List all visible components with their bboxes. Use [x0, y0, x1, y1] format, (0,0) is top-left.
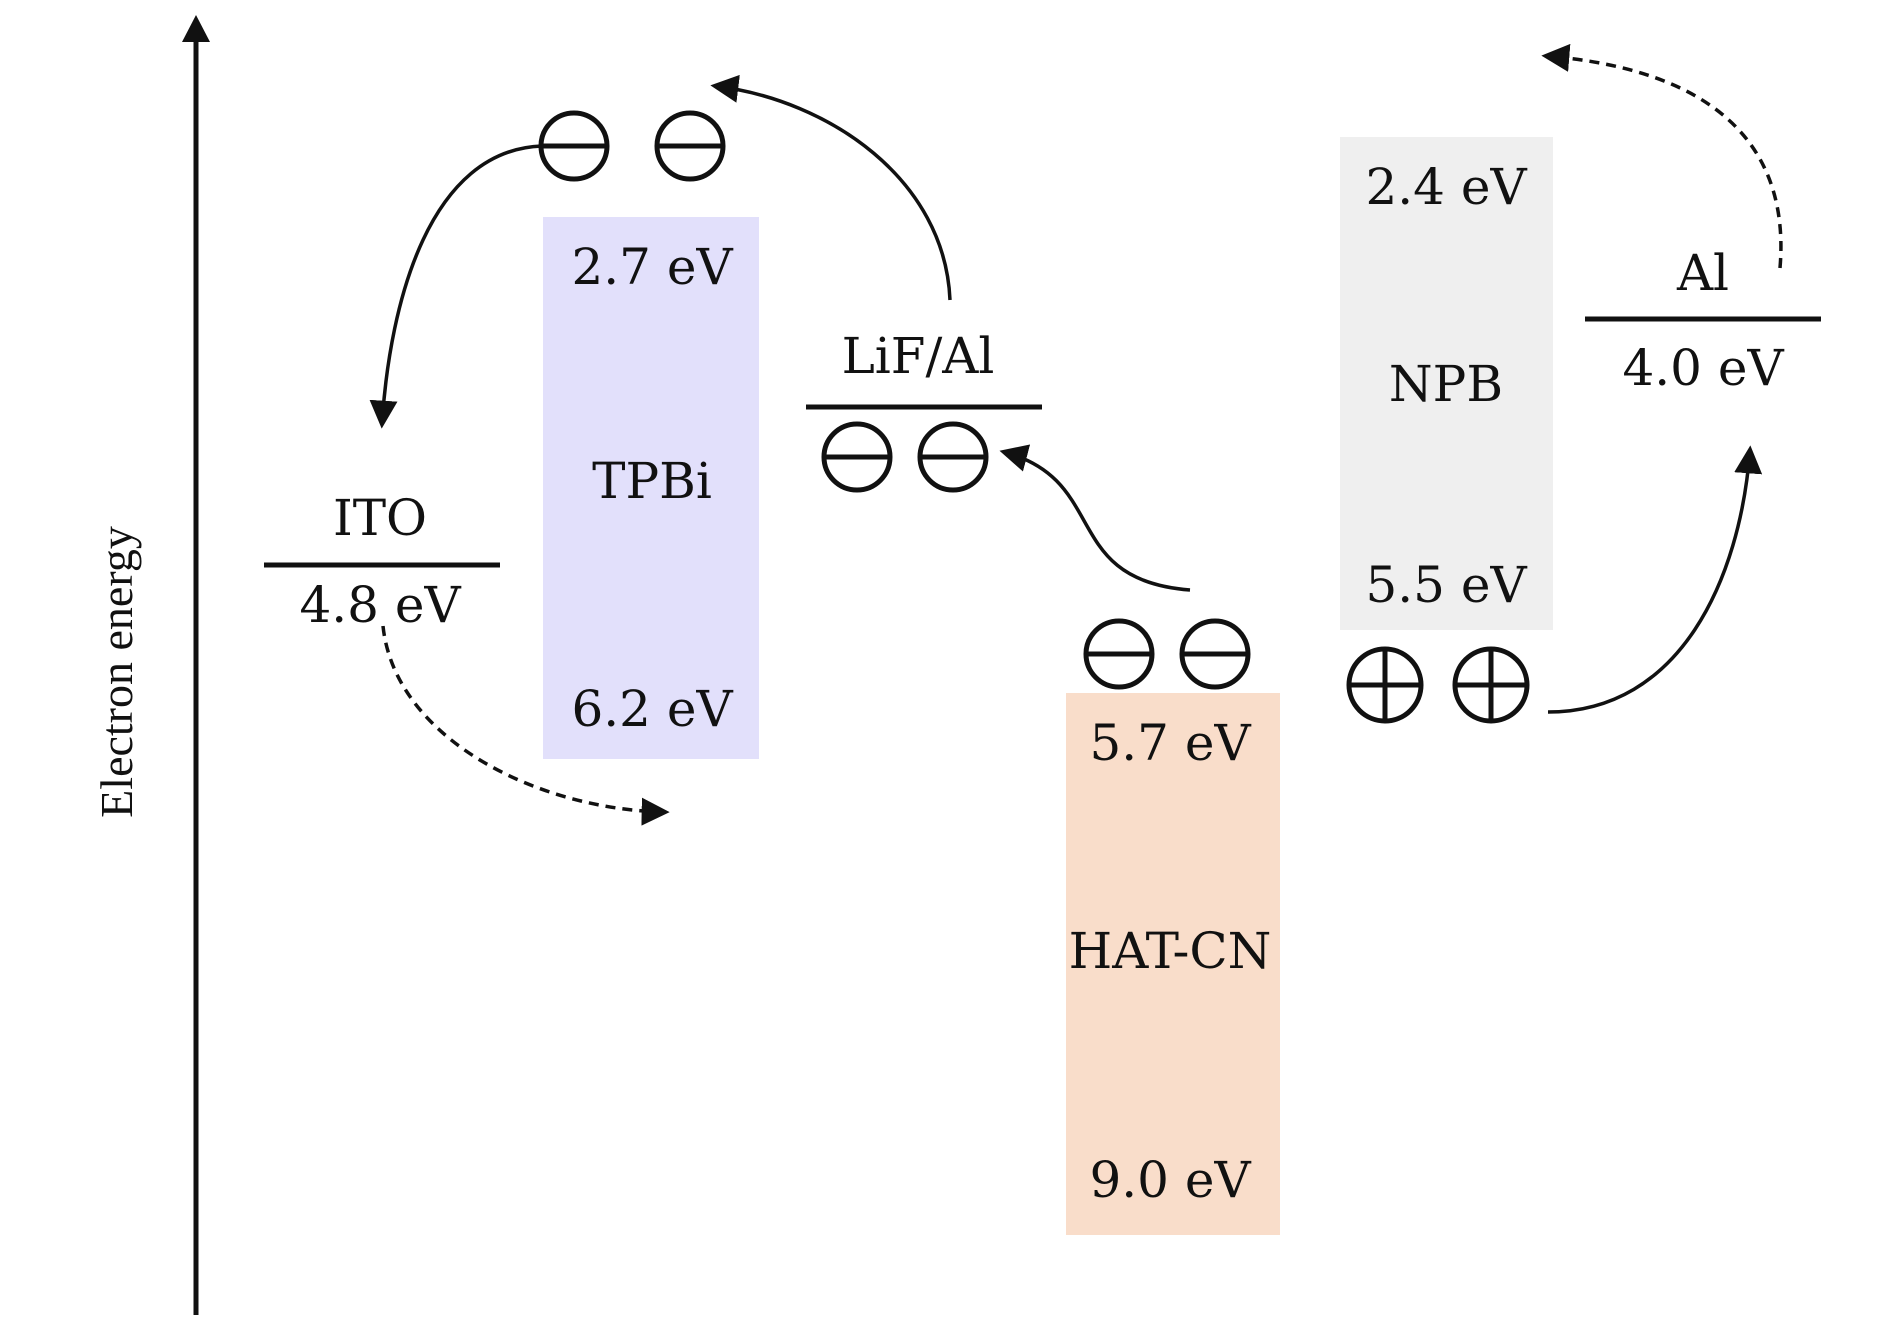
- hatcn-to-lif-arrow: [999, 444, 1191, 592]
- hatcn-homo-label: 9.0 eV: [1089, 1151, 1251, 1209]
- hole-icon: [1452, 646, 1530, 724]
- hole-to-al-arrow: [1547, 445, 1763, 714]
- npb-name: NPB: [1389, 355, 1503, 413]
- electron-icon: [1179, 618, 1251, 690]
- lif-to-tpbi-arrow: [710, 74, 952, 301]
- tpbi-band: [543, 217, 759, 759]
- lif-name: LiF/Al: [842, 327, 995, 385]
- hatcn-name: HAT-CN: [1069, 922, 1272, 980]
- electron-icon: [917, 421, 989, 493]
- tpbi-lumo-label: 2.7 eV: [571, 238, 733, 296]
- ito-name: ITO: [333, 489, 427, 547]
- hole-icon: [1346, 646, 1424, 724]
- npb-band: [1340, 137, 1553, 630]
- electron-icon: [1083, 618, 1155, 690]
- energy-axis: Electron energy: [91, 15, 210, 1315]
- hatcn-band: [1066, 693, 1280, 1235]
- electron-icon: [821, 421, 893, 493]
- electron-to-ito-arrow: [369, 144, 543, 429]
- tpbi-homo-label: 6.2 eV: [571, 680, 733, 738]
- axis-arrowhead-icon: [182, 15, 210, 42]
- ito-work-function: 4.8 eV: [299, 576, 461, 634]
- al-to-top-dashed-arrow: [1541, 43, 1783, 269]
- axis-label: Electron energy: [91, 526, 142, 818]
- hatcn-lumo-label: 5.7 eV: [1089, 714, 1251, 772]
- electron-icon: [538, 110, 610, 182]
- npb-lumo-label: 2.4 eV: [1365, 158, 1527, 216]
- tpbi-name: TPBi: [592, 452, 712, 510]
- al-name: Al: [1676, 244, 1729, 302]
- electron-icon: [654, 110, 726, 182]
- al-work-function: 4.0 eV: [1622, 339, 1784, 397]
- npb-homo-label: 5.5 eV: [1365, 556, 1527, 614]
- ito-to-tpbi-dashed-arrow: [381, 625, 670, 826]
